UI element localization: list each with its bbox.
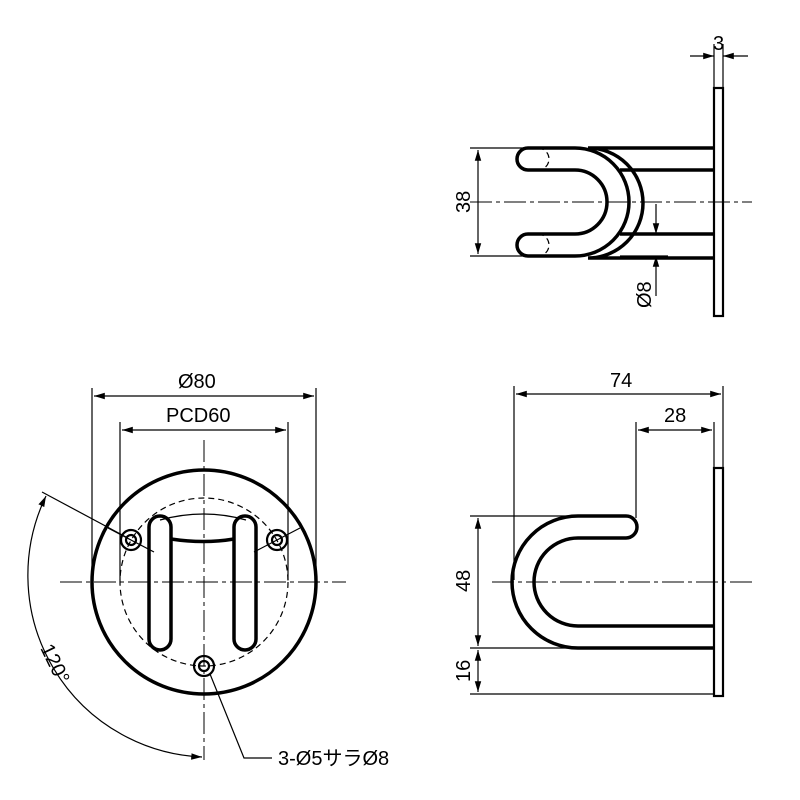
- top-view: 3 38 Ø8: [453, 33, 752, 318]
- front-view-rod-right: [232, 514, 258, 652]
- side-view-hook-tip: [625, 514, 639, 540]
- dim-o8-label: Ø8: [634, 281, 656, 308]
- top-view-tip-hidden: [537, 147, 550, 257]
- dim-holes-leader: [209, 673, 272, 759]
- top-view-rod-outer: [587, 146, 714, 260]
- dim-74-label: 74: [610, 370, 632, 392]
- front-view-rod-left: [147, 514, 173, 652]
- dim-angle-arc: [27, 495, 203, 760]
- front-view: Ø80 PCD60 120° 3-Ø5サラØ8: [27, 371, 389, 770]
- front-view-hole-right: [265, 528, 289, 552]
- hole-right-radial: [253, 527, 301, 553]
- dim-38-label: 38: [453, 191, 475, 213]
- top-view-hook: [515, 146, 631, 258]
- dim-holes-label: 3-Ø5サラØ8: [278, 748, 389, 770]
- dim-o80-label: Ø80: [178, 371, 216, 393]
- front-view-rod-bend: [170, 537, 235, 544]
- side-view: 74 28 48 16: [453, 370, 752, 698]
- dim-28-label: 28: [664, 405, 686, 427]
- dim-angle-label: 120°: [36, 641, 74, 688]
- dim-pcd-label: PCD60: [166, 405, 230, 427]
- side-view-hook-outer: [510, 514, 714, 650]
- dim-48-label: 48: [453, 570, 475, 592]
- dim-16-label: 16: [453, 660, 475, 682]
- side-view-hook-inner: [532, 536, 714, 628]
- front-view-rod-bend-top: [159, 513, 247, 521]
- dim-3-label: 3: [713, 33, 724, 55]
